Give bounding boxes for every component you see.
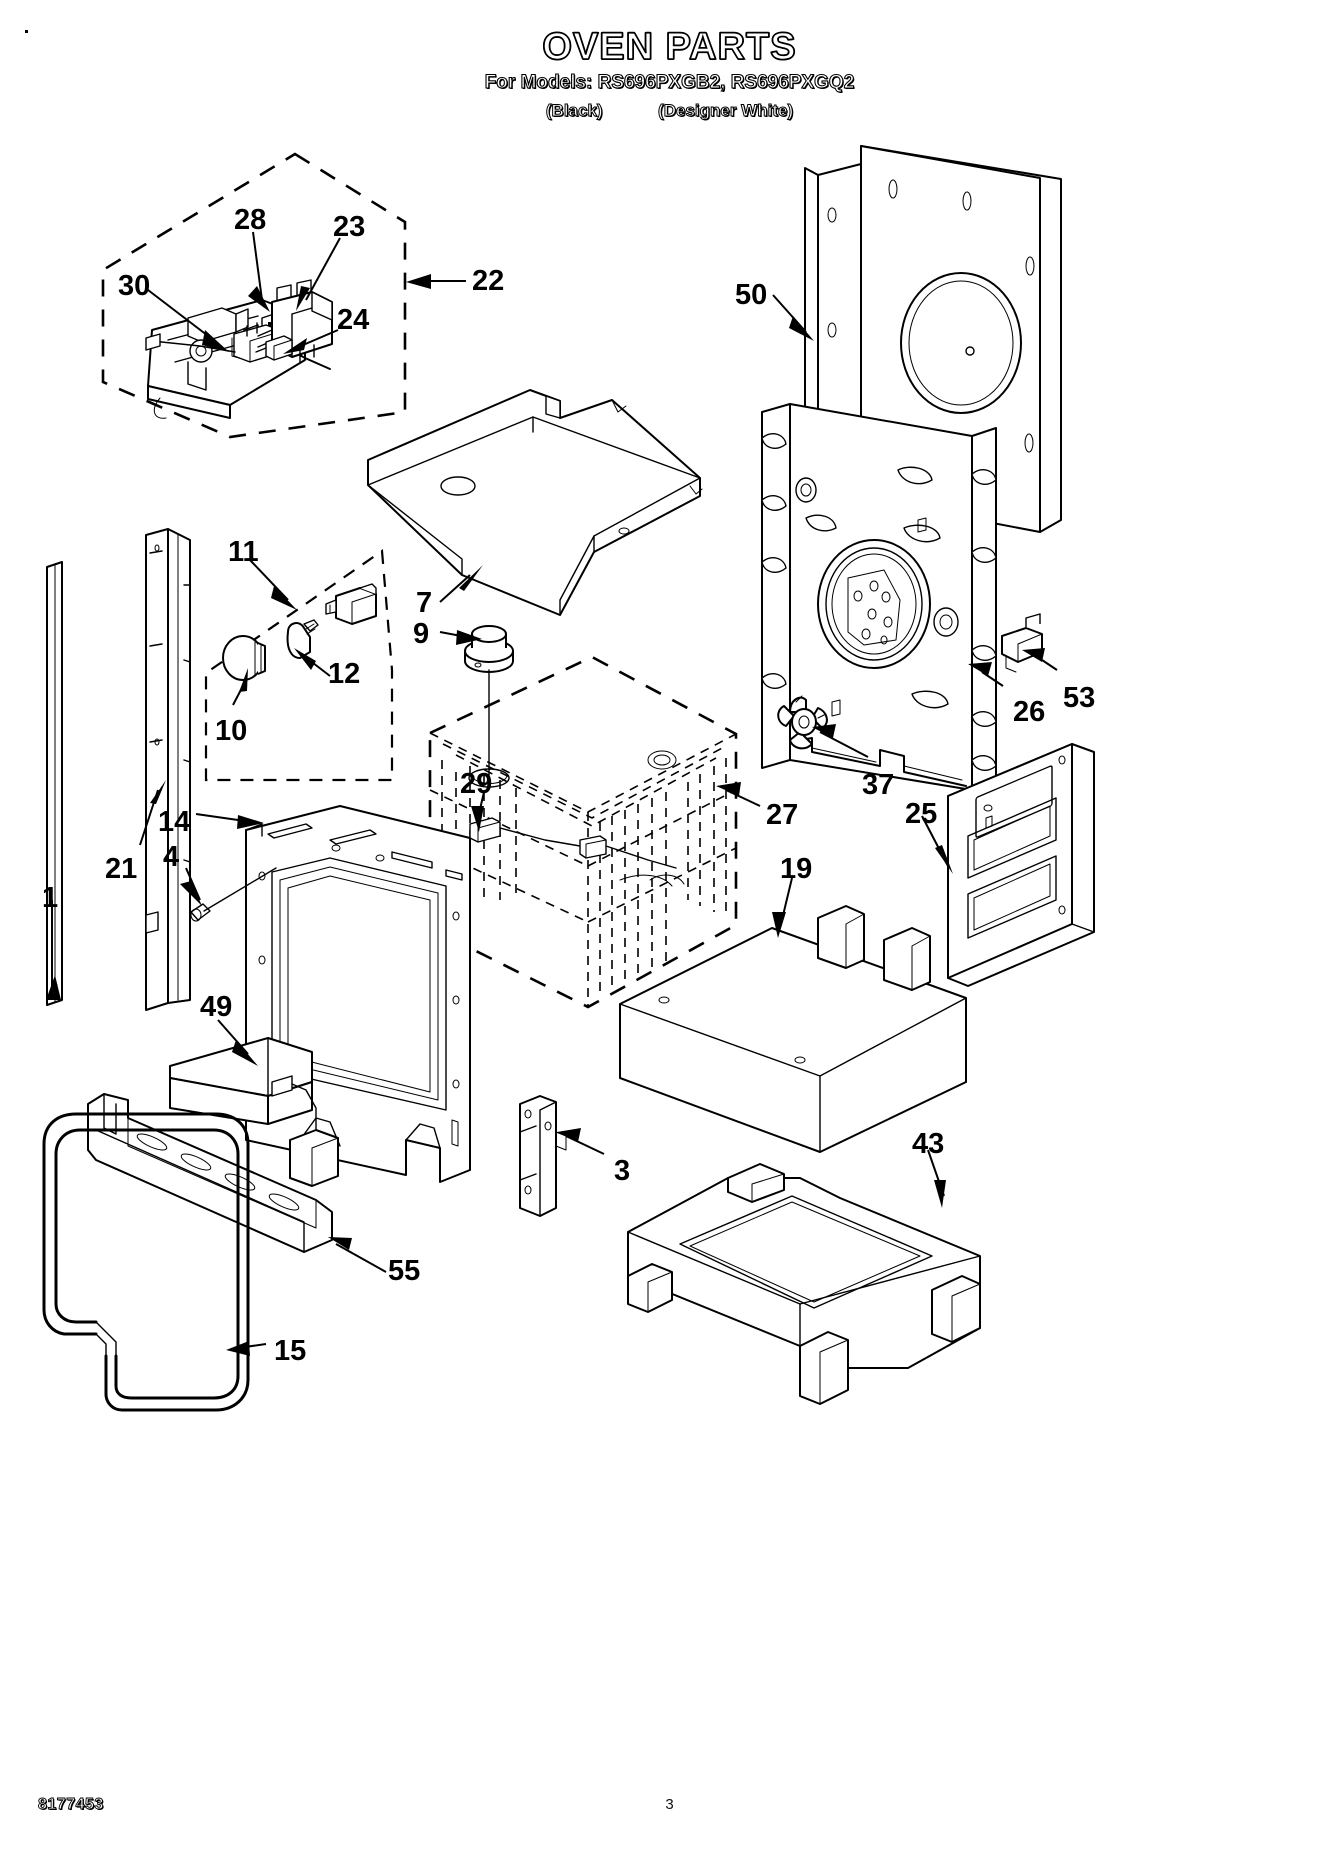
finish-black: (Black) — [545, 101, 603, 121]
callout-12[interactable]: 12 — [328, 658, 361, 690]
part-29-wiring-harness — [469, 817, 677, 887]
leader-line-26 — [968, 662, 1004, 687]
callout-50[interactable]: 50 — [735, 279, 768, 311]
part-24-connector — [255, 335, 293, 361]
part-14-front-frame — [245, 805, 471, 1183]
callout-19[interactable]: 19 — [780, 853, 813, 885]
callout-21[interactable]: 21 — [105, 853, 138, 885]
callout-9[interactable]: 9 — [413, 618, 430, 650]
part-4-screw — [190, 867, 277, 922]
callout-30[interactable]: 30 — [118, 270, 151, 302]
callout-37[interactable]: 37 — [862, 769, 895, 801]
callout-22[interactable]: 22 — [472, 265, 505, 297]
callout-53[interactable]: 53 — [1063, 682, 1096, 714]
callout-4[interactable]: 4 — [163, 841, 180, 873]
callout-24[interactable]: 24 — [337, 304, 370, 336]
callout-55[interactable]: 55 — [388, 1255, 421, 1287]
leader-line-15 — [226, 1341, 267, 1356]
finish-options: (Black) (Designer White) — [0, 101, 1339, 121]
leader-lines-oven-light — [232, 559, 331, 706]
leader-line-19 — [772, 877, 793, 938]
leader-line-21 — [139, 780, 166, 846]
leader-lines-control-panel — [147, 231, 466, 354]
callout-25[interactable]: 25 — [905, 798, 938, 830]
callout-43[interactable]: 43 — [912, 1128, 945, 1160]
part-1-side-trim — [46, 561, 63, 1006]
leader-line-50 — [772, 294, 814, 341]
part-53-bracket — [1001, 613, 1043, 673]
part-15-door-gasket — [42, 1112, 250, 1412]
callout-23[interactable]: 23 — [333, 211, 366, 243]
part-37-fan-blade — [777, 695, 828, 750]
leader-line-55 — [328, 1237, 387, 1273]
leader-line-1 — [46, 900, 61, 1000]
callout-26[interactable]: 26 — [1013, 696, 1046, 728]
part-55-lower-trim — [87, 1093, 333, 1253]
part-19-bottom-shelf — [619, 905, 967, 1153]
callout-1[interactable]: 1 — [42, 882, 59, 914]
part-21-side-panel — [145, 528, 191, 1011]
leader-line-7 — [439, 565, 483, 603]
document-code: 8177453 — [38, 1796, 104, 1814]
part-10-lamp-lens — [222, 635, 266, 681]
part-26-rear-bulkhead — [761, 403, 997, 791]
callout-7[interactable]: 7 — [416, 587, 433, 619]
leader-line-25 — [921, 815, 953, 874]
registration-mark — [25, 30, 28, 33]
leader-line-4 — [180, 867, 202, 906]
part-49-vent-trim — [169, 1037, 339, 1187]
leader-line-53 — [1022, 648, 1058, 671]
model-list: For Models: RS696PXGB2, RS696PXGQ2 — [484, 71, 855, 93]
page-number: 3 — [665, 1796, 674, 1813]
page-title: OVEN PARTS — [542, 25, 797, 69]
leader-line-29 — [471, 791, 485, 832]
callout-29[interactable]: 29 — [460, 768, 493, 800]
part-30-terminal — [145, 333, 161, 351]
leader-line-43 — [927, 1149, 946, 1208]
callout-49[interactable]: 49 — [200, 991, 233, 1023]
finish-designer-white: (Designer White) — [658, 101, 794, 121]
leader-line-37 — [812, 724, 869, 758]
part-3-support-bracket — [519, 1095, 567, 1217]
group-box-control-panel — [101, 152, 407, 439]
callout-11[interactable]: 11 — [228, 536, 259, 568]
leader-line-3 — [557, 1128, 605, 1155]
callout-27[interactable]: 27 — [766, 799, 799, 831]
part-9-thermostat — [464, 625, 514, 788]
part-43-bottom-pan — [627, 1163, 981, 1405]
part-light-socket — [325, 583, 377, 625]
part-25-inner-door-panel — [947, 743, 1095, 987]
callout-28[interactable]: 28 — [234, 204, 267, 236]
leader-line-9 — [439, 630, 482, 645]
callout-10[interactable]: 10 — [215, 715, 248, 747]
part-12-bulb — [286, 619, 319, 659]
leader-line-49 — [217, 1019, 258, 1066]
part-7-top-panel — [367, 389, 703, 616]
callout-3[interactable]: 3 — [614, 1155, 631, 1187]
callout-15[interactable]: 15 — [274, 1335, 307, 1367]
leader-line-27 — [716, 782, 761, 807]
leader-line-14 — [195, 813, 264, 829]
callout-14[interactable]: 14 — [158, 806, 191, 838]
